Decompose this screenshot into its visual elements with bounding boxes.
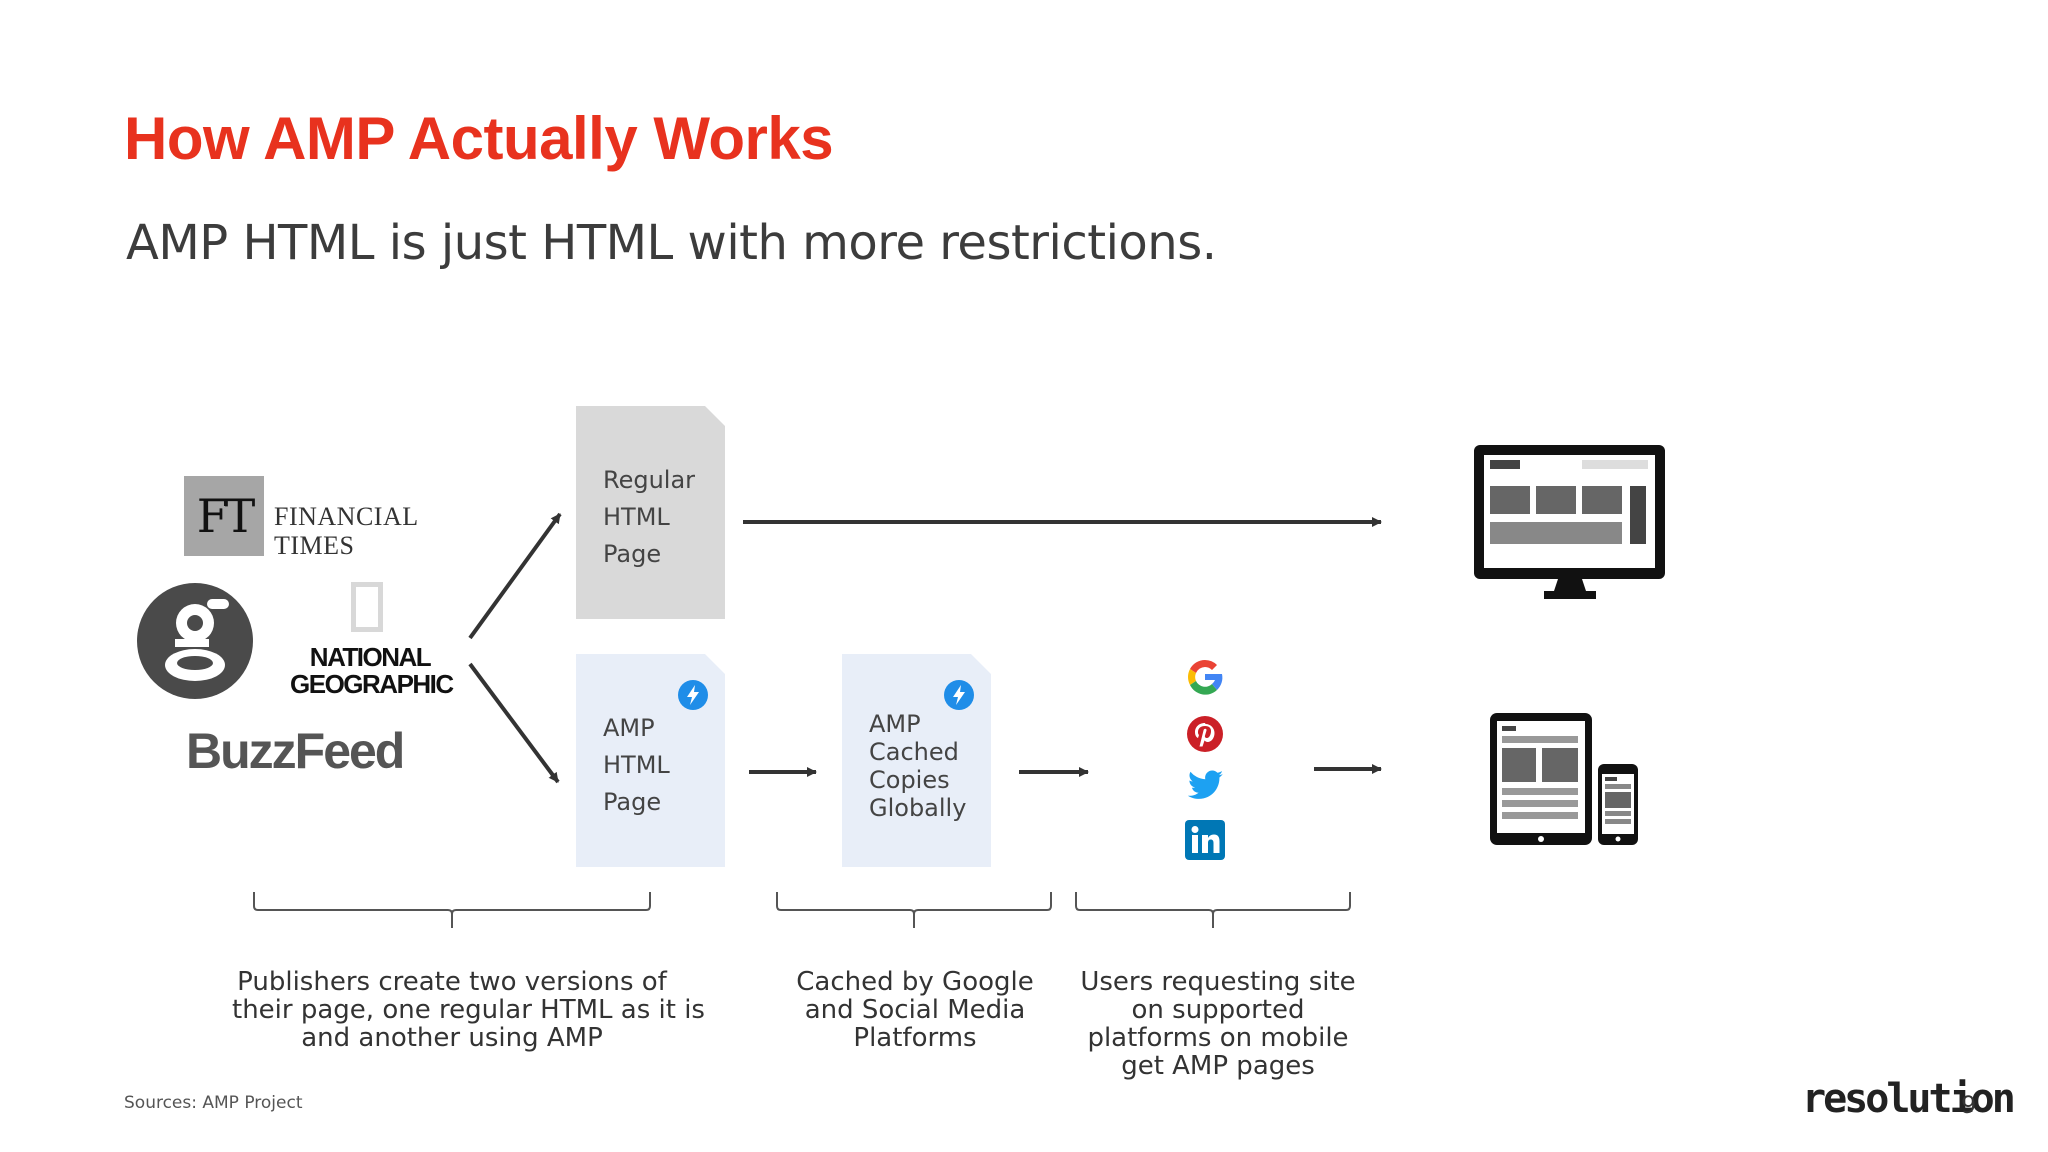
- doc-line: HTML: [603, 503, 670, 531]
- financial-times-logo-mark: FT: [184, 476, 264, 556]
- ft-line-2: TIMES: [274, 531, 355, 560]
- twitter-icon: [1184, 765, 1226, 807]
- caption-line: their page, one regular HTML as it is: [232, 995, 705, 1025]
- caption-line: get AMP pages: [1121, 1051, 1315, 1081]
- regular-html-page-doc: Regular HTML Page: [576, 406, 725, 619]
- doc-line: Page: [603, 540, 662, 568]
- financial-times-logo-text: FINANCIAL TIMES: [274, 502, 419, 560]
- caption-line: platforms on mobile: [1087, 1023, 1349, 1053]
- caption-line: Publishers create two versions of: [237, 967, 667, 997]
- amp-bolt-icon: [944, 680, 974, 710]
- brace-users: [1075, 892, 1351, 928]
- arrow-to-regular-page: [468, 512, 562, 640]
- buzzfeed-logo: BuzzFeed: [186, 723, 405, 779]
- natgeo-line-1: NATIONAL: [309, 642, 432, 672]
- ft-line-1: FINANCIAL: [274, 502, 419, 531]
- national-geographic-logo-text: NATIONAL GEOGRAPHIC: [290, 642, 454, 699]
- arrow-to-amp-page: [468, 662, 560, 784]
- amp-html-page-label: AMP HTML Page: [603, 710, 670, 821]
- doc-line: Page: [603, 788, 662, 816]
- page-number: 9: [1961, 1091, 1977, 1119]
- amp-cached-copies-doc: AMP Cached Copies Globally: [842, 654, 991, 867]
- doc-line: HTML: [603, 751, 670, 779]
- caption-publishers: Publishers create two versions of their …: [232, 967, 705, 1053]
- page-fold: [705, 406, 725, 426]
- caption-cached: Cached by Google and Social Media Platfo…: [775, 968, 1055, 1052]
- tablet-and-phone-icon: [1490, 713, 1638, 845]
- doc-line: Globally: [869, 794, 967, 822]
- slide-title: How AMP Actually Works: [124, 105, 834, 172]
- doc-line: Regular: [603, 466, 696, 494]
- google-icon: [1184, 656, 1226, 698]
- pinterest-icon: [1184, 713, 1226, 755]
- caption-line: Users requesting site: [1080, 967, 1356, 997]
- doc-line: AMP: [603, 714, 655, 742]
- guardian-g-icon: [165, 599, 229, 681]
- regular-html-page-label: Regular HTML Page: [603, 462, 695, 573]
- guardian-logo: [137, 583, 253, 699]
- caption-line: on supported: [1131, 995, 1305, 1025]
- page-fold: [971, 654, 991, 674]
- doc-line: AMP: [869, 710, 921, 738]
- resolution-brand-logo: resolution: [1802, 1076, 2016, 1122]
- amp-bolt-icon: [678, 680, 708, 710]
- slide-subtitle: AMP HTML is just HTML with more restrict…: [126, 215, 1217, 271]
- caption-line: Platforms: [853, 1023, 977, 1053]
- caption-users: Users requesting site on supported platf…: [1068, 968, 1368, 1080]
- brace-cached: [776, 892, 1052, 928]
- caption-line: and another using AMP: [301, 1023, 603, 1053]
- doc-line: Cached: [869, 738, 959, 766]
- national-geographic-frame-icon: [351, 582, 383, 632]
- brace-publishers: [253, 892, 651, 928]
- caption-line: and Social Media: [804, 995, 1026, 1025]
- doc-line: Copies: [869, 766, 950, 794]
- natgeo-line-2: GEOGRAPHIC: [290, 669, 454, 699]
- desktop-monitor-icon: [1474, 445, 1665, 599]
- caption-line: Cached by Google: [796, 967, 1034, 997]
- amp-html-page-doc: AMP HTML Page: [576, 654, 725, 867]
- amp-cached-copies-label: AMP Cached Copies Globally: [869, 710, 966, 822]
- page-fold: [705, 654, 725, 674]
- sources-note: Sources: AMP Project: [124, 1093, 303, 1113]
- linkedin-icon: [1184, 819, 1226, 861]
